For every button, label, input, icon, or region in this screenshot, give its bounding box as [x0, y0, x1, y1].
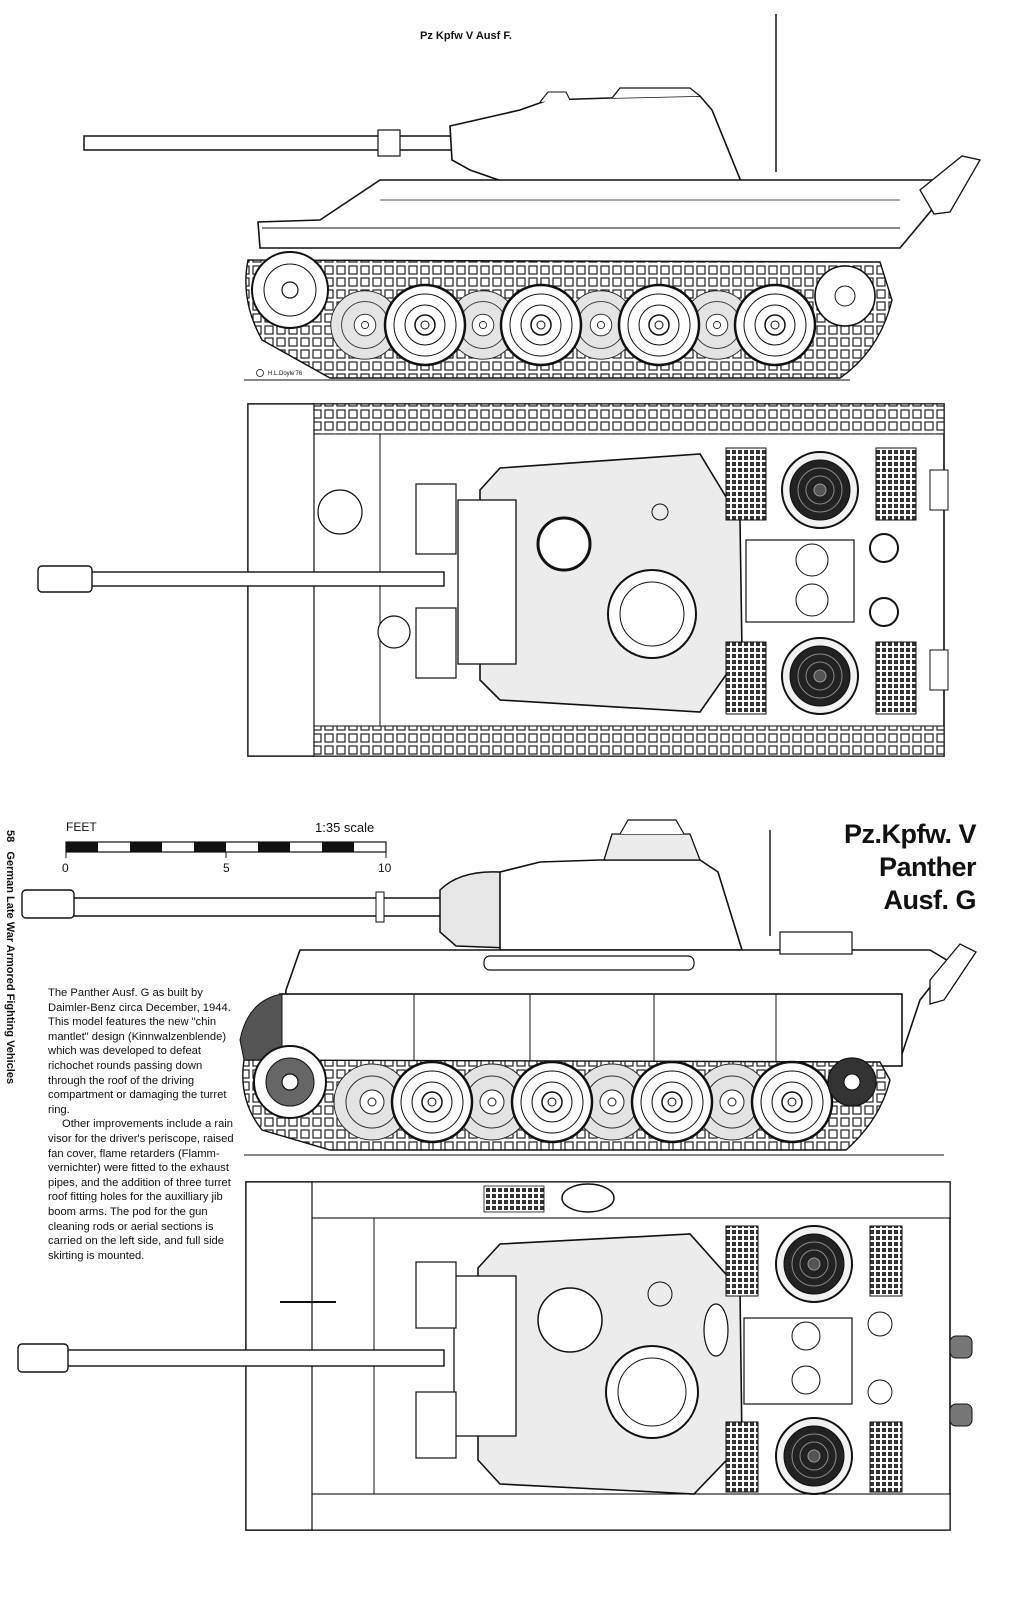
main-title-line2: Panther: [878, 852, 977, 882]
caption-text: The Panther Ausf. G as built by Daimler-…: [48, 986, 238, 1263]
scale-tick-5: 5: [223, 861, 230, 875]
main-title-line1: Pz.Kpfw. V: [843, 819, 977, 849]
caption-paragraph-2: Other improvements include a rain visor …: [48, 1118, 234, 1262]
book-title: German Late War Armored Fighting Vehicle…: [4, 851, 16, 1085]
scale-tick-0: 0: [62, 861, 69, 875]
caption-paragraph-1: The Panther Ausf. G as built by Daimler-…: [48, 987, 231, 1116]
main-title: Pz.Kpfw. V Panther Ausf. G: [843, 818, 977, 917]
scale-unit-label: FEET: [66, 820, 97, 834]
book-spine: 58 German Late War Armored Fighting Vehi…: [2, 830, 18, 1120]
main-title-line3: Ausf. G: [883, 885, 976, 915]
scale-ratio-label: 1:35 scale: [315, 820, 375, 835]
page-number: 58: [4, 830, 16, 843]
ausf-f-title: Pz Kpfw V Ausf F.: [420, 30, 512, 42]
scale-tick-10: 10: [378, 861, 392, 875]
artist-credit: H.L.Doyle'76: [268, 371, 303, 377]
